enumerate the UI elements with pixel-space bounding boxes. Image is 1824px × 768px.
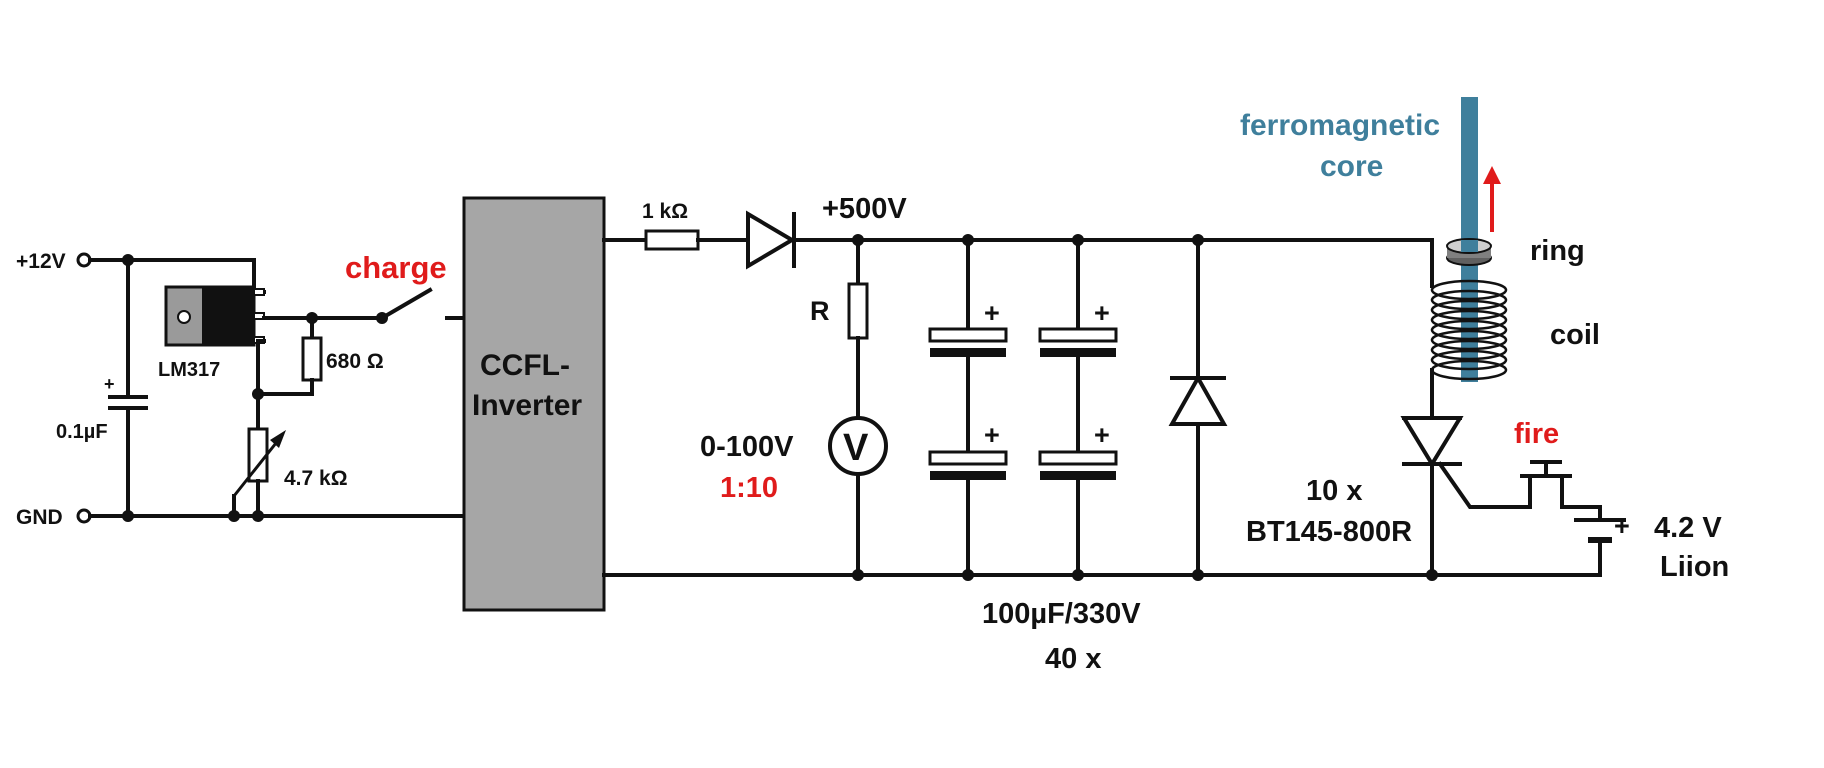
coil-label: coil xyxy=(1550,319,1600,351)
fire-label: fire xyxy=(1514,418,1559,450)
freewheel-diode xyxy=(1168,238,1228,577)
cap3-plate-neg xyxy=(1040,348,1116,357)
lm317-tab xyxy=(202,287,254,345)
capacitor-bank: + + + + 100µF/330V 40 x xyxy=(928,238,1141,675)
scr-count-label: 10 x xyxy=(1306,475,1362,507)
junction-dot xyxy=(1072,234,1084,246)
coilgun-section: ferromagnetic core ring coil 10 x BT145-… xyxy=(1240,97,1729,583)
cap-plus-sign: + xyxy=(1094,420,1110,450)
ccfl-inverter: CCFL- Inverter xyxy=(462,196,606,612)
hv-section: 1 kΩ +500V xyxy=(602,193,1602,577)
cap4-plate-neg xyxy=(1040,471,1116,480)
cap2-plate-neg xyxy=(930,471,1006,480)
meter-range-label: 0-100V xyxy=(700,431,794,463)
junction-dot xyxy=(1192,234,1204,246)
pot-arrowhead xyxy=(270,430,286,448)
lm317-pin-1 xyxy=(253,288,265,296)
input-section: +12V GND + 0.1µF LM317 680 Ω xyxy=(16,250,466,529)
core-over-ring xyxy=(1461,240,1478,252)
fw-diode-triangle xyxy=(1168,373,1228,426)
cap-plus-sign: + xyxy=(1094,298,1110,328)
battery-type-label: Liion xyxy=(1660,551,1729,583)
junction-dot xyxy=(1192,569,1204,581)
junction-dot xyxy=(852,569,864,581)
meter-ratio-label: 1:10 xyxy=(720,472,778,504)
r680-wire-bottom xyxy=(256,378,314,396)
meter-series-resistor xyxy=(847,282,869,340)
battery-plus: + xyxy=(1614,511,1630,541)
junction-dot xyxy=(1426,569,1438,581)
scr-triangle xyxy=(1400,416,1464,468)
junction-dot xyxy=(228,510,240,522)
inverter-label-line2: Inverter xyxy=(472,389,582,422)
coil-windings xyxy=(1430,279,1508,381)
ring-label: ring xyxy=(1530,235,1585,267)
vin-label: +12V xyxy=(16,250,66,273)
input-cap-value: 0.1µF xyxy=(56,421,108,443)
cap-plus-sign: + xyxy=(984,420,1000,450)
cap2-plate-pos xyxy=(928,450,1008,466)
scr-gate-wire xyxy=(1437,461,1532,509)
hv-diode xyxy=(746,210,796,270)
junction-dot xyxy=(962,569,974,581)
cap-plus-sign: + xyxy=(984,298,1000,328)
cap1-plate-neg xyxy=(930,348,1006,357)
junction-dot xyxy=(122,510,134,522)
junction-dot xyxy=(252,388,264,400)
reg-adj-wire xyxy=(256,339,266,396)
gnd-label: GND xyxy=(16,506,63,529)
junction-dot xyxy=(1072,569,1084,581)
cap4-plate-pos xyxy=(1038,450,1118,466)
core-label-line1: ferromagnetic xyxy=(1240,109,1440,142)
r680-label: 680 Ω xyxy=(326,350,384,373)
junction-dot xyxy=(252,510,264,522)
junction-dot xyxy=(306,312,318,324)
motion-arrowhead xyxy=(1483,166,1501,184)
cap3-plate-pos xyxy=(1038,327,1118,343)
charge-label: charge xyxy=(345,250,447,285)
input-cap-polarity: + xyxy=(104,374,115,394)
r680-body xyxy=(301,336,323,382)
cap-value-label: 100µF/330V xyxy=(982,598,1141,630)
scr-part-label: BT145-800R xyxy=(1246,516,1412,548)
r1k-label: 1 kΩ xyxy=(642,200,688,223)
cap-count-label: 40 x xyxy=(1045,643,1101,675)
battery-voltage-label: 4.2 V xyxy=(1654,512,1722,544)
lm317-label: LM317 xyxy=(158,359,220,381)
cap1-plate-pos xyxy=(928,327,1008,343)
meter-r-label: R xyxy=(810,296,830,326)
core-label-line2: core xyxy=(1320,150,1383,183)
pot-arrow xyxy=(232,437,282,497)
voltmeter-branch: V R 0-100V 1:10 xyxy=(700,238,888,577)
r1k-body xyxy=(644,229,700,251)
junction-dot xyxy=(852,234,864,246)
pot-label: 4.7 kΩ xyxy=(284,467,348,490)
junction-dot xyxy=(962,234,974,246)
hv-rail-label: +500V xyxy=(822,193,907,225)
voltmeter-symbol: V xyxy=(843,427,869,469)
inverter-label-line1: CCFL- xyxy=(480,349,570,382)
junction-dot xyxy=(122,254,134,266)
hv-junctions xyxy=(852,234,1438,581)
charge-switch: charge xyxy=(345,250,466,324)
lm317-hole xyxy=(177,310,191,324)
switch-lever xyxy=(379,287,433,321)
inverter-box xyxy=(462,196,606,612)
